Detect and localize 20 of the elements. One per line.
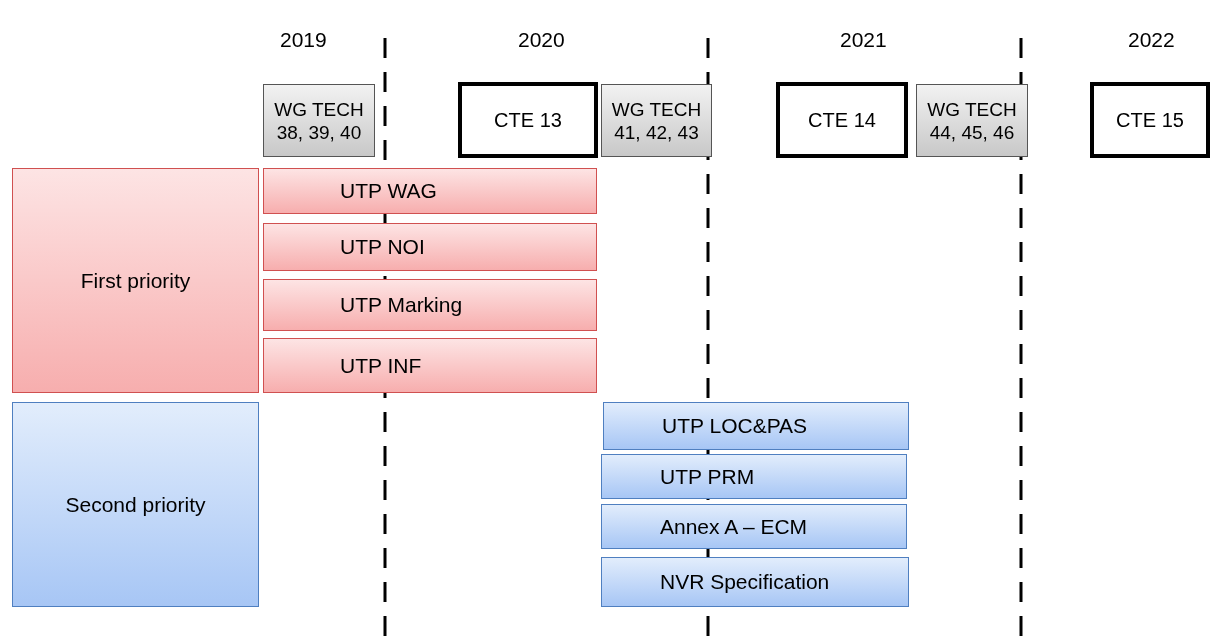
task-bar: Annex A – ECM (601, 504, 907, 549)
meeting-box: WG TECH 41, 42, 43 (601, 84, 712, 157)
year-label: 2021 (840, 28, 887, 52)
priority-box: First priority (12, 168, 259, 393)
priority-box: Second priority (12, 402, 259, 607)
task-bar: NVR Specification (601, 557, 909, 607)
task-bar: UTP WAG (263, 168, 597, 214)
task-bar: UTP NOI (263, 223, 597, 271)
task-bar: UTP PRM (601, 454, 907, 499)
year-label: 2019 (280, 28, 327, 52)
task-bar: UTP LOC&PAS (603, 402, 909, 450)
year-label: 2020 (518, 28, 565, 52)
session-box: CTE 14 (776, 82, 908, 158)
year-label: 2022 (1128, 28, 1175, 52)
meeting-box: WG TECH 44, 45, 46 (916, 84, 1028, 157)
task-bar: UTP Marking (263, 279, 597, 331)
meeting-box: WG TECH 38, 39, 40 (263, 84, 375, 157)
session-box: CTE 13 (458, 82, 598, 158)
session-box: CTE 15 (1090, 82, 1210, 158)
task-bar: UTP INF (263, 338, 597, 393)
